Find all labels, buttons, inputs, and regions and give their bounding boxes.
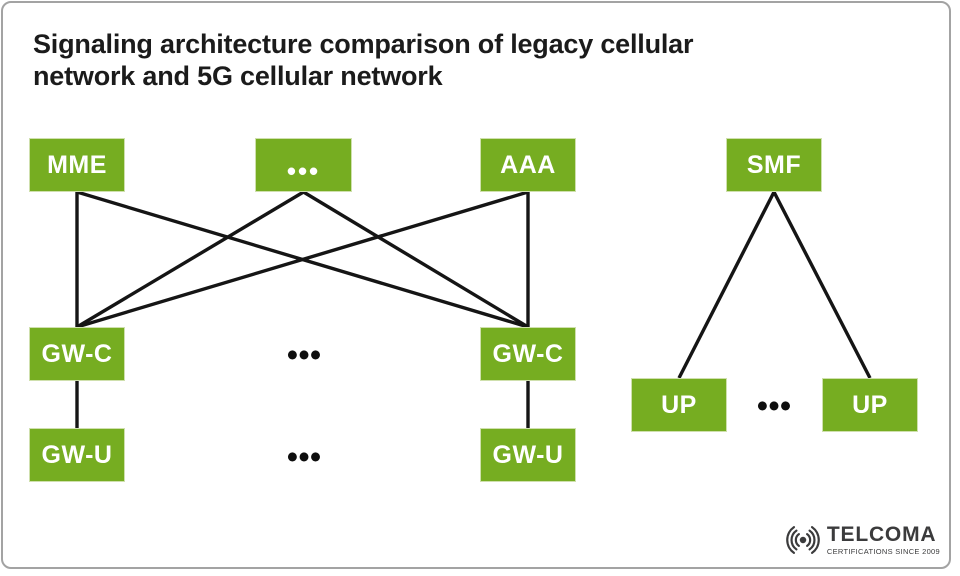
- logo-tagline-text: CERTIFICATIONS SINCE 2009: [826, 546, 940, 556]
- node-mme: MME: [29, 138, 125, 192]
- node-up-left: UP: [631, 378, 727, 432]
- edge-line: [677, 191, 776, 379]
- edge-line: [302, 190, 529, 329]
- node-up-right: UP: [822, 378, 918, 432]
- node-gwu-right: GW-U: [480, 428, 576, 482]
- edge-line: [76, 190, 305, 329]
- edge-line: [772, 191, 872, 379]
- ellipsis-between-up: •••: [756, 386, 792, 424]
- logo-brand-text: TELCOMA: [826, 522, 937, 546]
- diagram-title: Signaling architecture comparison of leg…: [33, 29, 694, 91]
- ellipsis-between-gwc: •••: [286, 335, 322, 373]
- edge-line: [76, 190, 529, 329]
- node-gwu-left: GW-U: [29, 428, 125, 482]
- node-smf: SMF: [726, 138, 822, 192]
- node-aaa: AAA: [480, 138, 576, 192]
- ellipsis-between-gwu: •••: [286, 437, 322, 475]
- node-gwc-right: GW-C: [480, 327, 576, 381]
- telcoma-logo: TELCOMA CERTIFICATIONS SINCE 2009: [782, 523, 940, 557]
- radio-waves-icon: [786, 526, 820, 554]
- node-gwc-left: GW-C: [29, 327, 125, 381]
- node-legacy-ellipsis: •••: [255, 138, 352, 192]
